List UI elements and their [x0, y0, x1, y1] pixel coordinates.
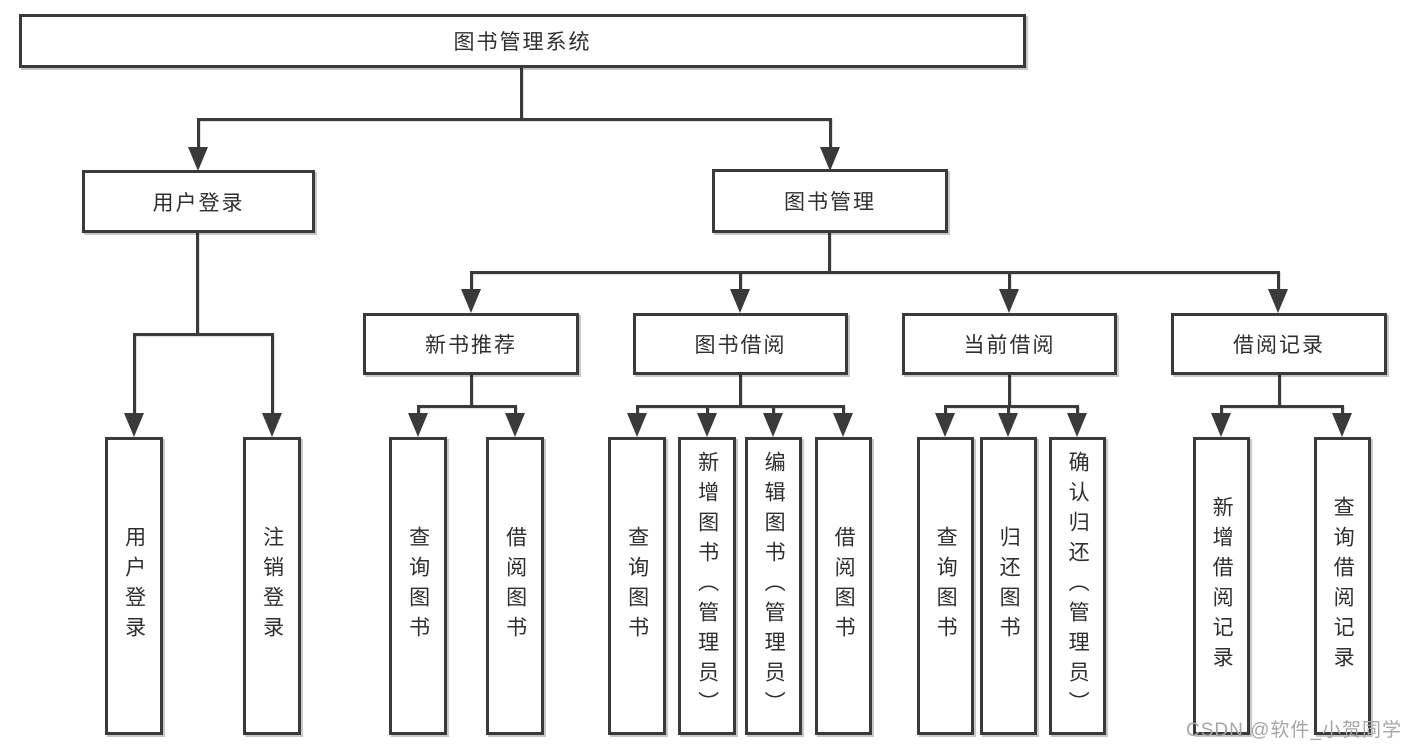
connector-line: [514, 407, 517, 416]
node-label: 当前借阅: [963, 334, 1056, 357]
node-book-borrowing: 图书借阅: [633, 313, 848, 375]
node-label: 图书管理: [784, 191, 876, 214]
node-leaf-borrow-books-recommend: 借阅图书: [486, 437, 544, 735]
arrowhead-icon: [505, 413, 525, 437]
node-label: 用户登录: [152, 191, 245, 215]
connector-line: [829, 120, 832, 150]
connector-line: [196, 233, 199, 335]
node-library-system: 图书管理系统: [19, 14, 1026, 68]
connector-line: [944, 407, 947, 416]
connector-line: [1008, 375, 1011, 407]
node-label: 图书管理系统: [453, 31, 592, 54]
connector-line: [739, 273, 742, 289]
node-borrowing-records: 借阅记录: [1171, 313, 1387, 375]
connector-line: [133, 333, 274, 336]
connector-line: [1007, 407, 1010, 416]
arrowhead-icon: [1268, 289, 1288, 313]
node-leaf-query-books-borrowing: 查询图书: [608, 437, 666, 735]
arrowhead-icon: [833, 413, 853, 437]
node-new-book-recommend: 新书推荐: [363, 313, 579, 375]
node-leaf-edit-books-admin: 编辑图书（管理员）: [745, 437, 802, 735]
connector-line: [706, 407, 709, 416]
arrowhead-icon: [1211, 413, 1231, 437]
node-label: 借阅图书: [832, 526, 856, 646]
connector-line: [1220, 405, 1344, 408]
connector-line: [1008, 273, 1011, 289]
connector-line: [470, 375, 473, 407]
connector-line: [944, 405, 1079, 408]
node-label: 图书借阅: [694, 334, 787, 357]
connector-line: [636, 407, 639, 416]
node-label: 查询图书: [934, 526, 958, 646]
arrowhead-icon: [935, 413, 955, 437]
node-leaf-query-books-recommend: 查询图书: [389, 437, 447, 735]
arrowhead-icon: [999, 289, 1019, 313]
arrowhead-icon: [124, 413, 144, 437]
node-leaf-query-books-current: 查询图书: [917, 437, 974, 735]
node-label: 注销登录: [260, 526, 284, 646]
connector-line: [739, 375, 742, 407]
csdn-watermark: CSDN @软件_小贺同学: [1186, 720, 1402, 741]
connector-line: [520, 68, 523, 120]
arrowhead-icon: [763, 413, 783, 437]
node-label: 查询图书: [406, 526, 430, 646]
connector-line: [470, 271, 1280, 274]
node-current-borrowing: 当前借阅: [902, 313, 1117, 375]
node-leaf-borrow-books: 借阅图书: [815, 437, 872, 735]
node-label: 借阅记录: [1233, 334, 1325, 357]
connector-line: [1076, 407, 1079, 416]
connector-line: [417, 407, 420, 416]
connector-line: [417, 405, 517, 408]
connector-line: [1278, 375, 1281, 407]
node-label: 查询图书: [625, 526, 649, 646]
connector-line: [1277, 273, 1280, 289]
arrowhead-icon: [697, 413, 717, 437]
node-user-login: 用户登录: [82, 170, 315, 233]
node-label: 新增借阅记录: [1210, 496, 1234, 676]
node-leaf-user-login: 用户登录: [105, 437, 163, 735]
arrowhead-icon: [820, 147, 840, 171]
arrowhead-icon: [730, 289, 750, 313]
connector-line: [197, 118, 832, 121]
connector-line: [828, 233, 831, 273]
connector-line: [470, 273, 473, 289]
node-leaf-confirm-return-admin: 确认归还（管理员）: [1049, 437, 1106, 735]
arrowhead-icon: [627, 413, 647, 437]
arrowhead-icon: [461, 289, 481, 313]
arrowhead-icon: [998, 413, 1018, 437]
arrowhead-icon: [262, 413, 282, 437]
node-label: 确认归还（管理员）: [1066, 451, 1090, 721]
node-leaf-add-borrow-record: 新增借阅记录: [1193, 437, 1250, 735]
node-leaf-query-borrow-record: 查询借阅记录: [1314, 437, 1371, 735]
connector-line: [842, 407, 845, 416]
node-leaf-return-books: 归还图书: [980, 437, 1037, 735]
node-book-management: 图书管理: [712, 169, 948, 233]
node-label: 新书推荐: [425, 334, 517, 357]
connector-line: [772, 407, 775, 416]
arrowhead-icon: [408, 413, 428, 437]
node-label: 用户登录: [122, 526, 146, 646]
node-label: 归还图书: [997, 526, 1021, 646]
arrowhead-icon: [188, 147, 208, 171]
connector-line: [197, 120, 200, 150]
node-leaf-add-books-admin: 新增图书（管理员）: [678, 437, 736, 735]
connector-line: [1341, 407, 1344, 416]
node-label: 编辑图书（管理员）: [762, 451, 786, 721]
node-label: 新增图书（管理员）: [695, 451, 719, 721]
connector-line: [636, 405, 845, 408]
arrowhead-icon: [1067, 413, 1087, 437]
connector-line: [133, 335, 136, 413]
connector-line: [271, 335, 274, 413]
node-leaf-logout: 注销登录: [243, 437, 301, 735]
node-label: 查询借阅记录: [1331, 496, 1355, 676]
node-label: 借阅图书: [503, 526, 527, 646]
connector-line: [1220, 407, 1223, 416]
arrowhead-icon: [1332, 413, 1352, 437]
